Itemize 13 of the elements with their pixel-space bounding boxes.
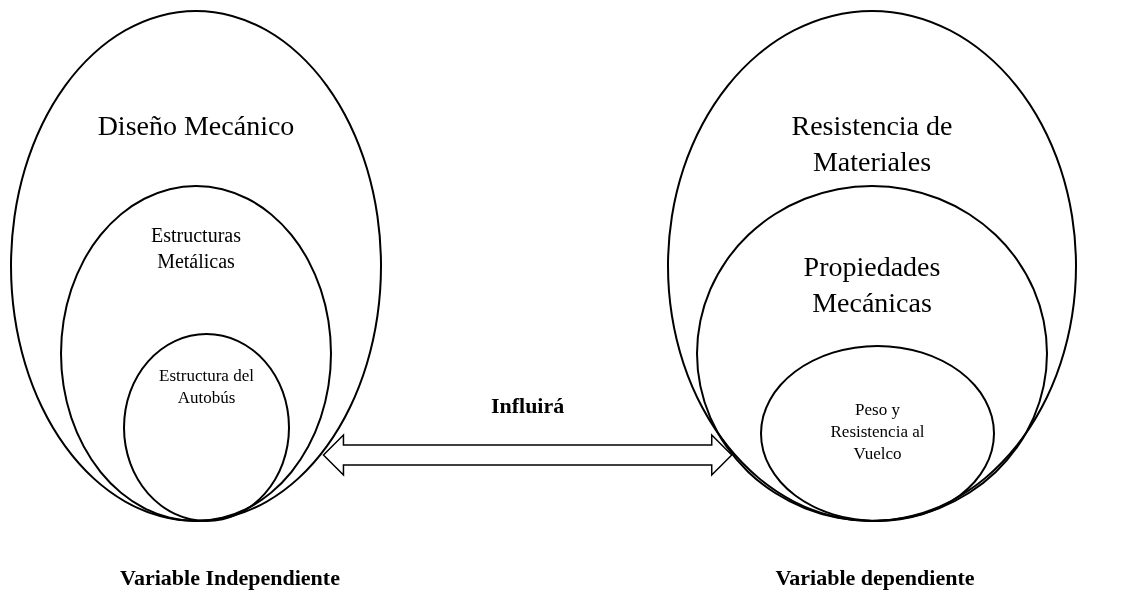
ellipse-shape — [760, 345, 995, 522]
node-label: Propiedades Mecánicas — [802, 250, 942, 321]
variable-caption: Variable Independiente — [120, 565, 340, 591]
ellipse-shape — [123, 333, 290, 522]
variable-caption: Variable dependiente — [775, 565, 975, 591]
ellipse-shape — [60, 185, 332, 522]
node-label: Peso y Resistencia al Vuelco — [829, 399, 926, 466]
node-label: Diseño Mecánico — [96, 109, 296, 143]
edge-label: Influirá — [490, 393, 565, 419]
node-label: Resistencia de Materiales — [790, 109, 954, 180]
node-label: Estructuras Metálicas — [150, 223, 242, 274]
double-arrow — [322, 433, 733, 477]
node-label: Estructura del Autobús — [158, 365, 255, 410]
